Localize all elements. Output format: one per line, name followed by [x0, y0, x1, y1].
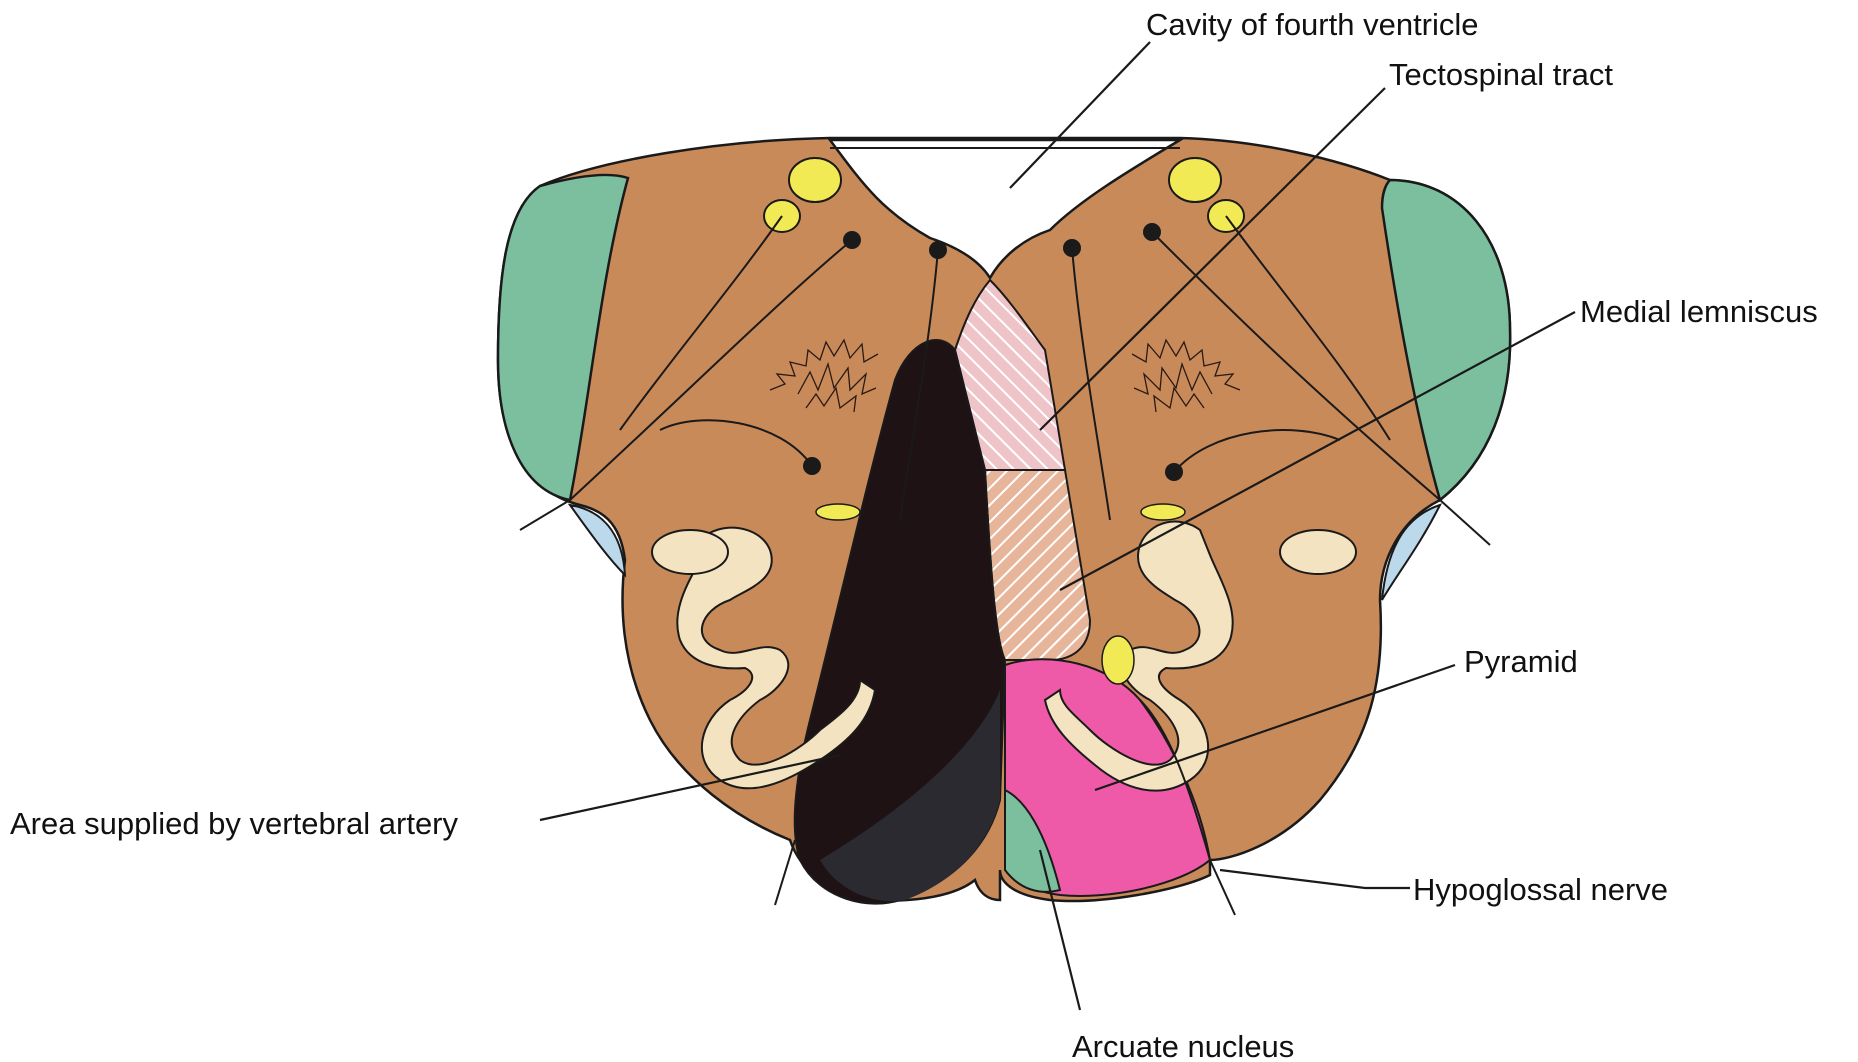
nucleus-yellow-left-1 [789, 158, 841, 202]
leader-hypoglossal [1220, 870, 1410, 888]
label-cavity-of-fourth-ventricle: Cavity of fourth ventricle [1146, 7, 1479, 42]
olive-ellipse-right [1280, 530, 1356, 574]
nucleus-yellow-right-3 [1141, 504, 1185, 520]
label-medial-lemniscus: Medial lemniscus [1580, 294, 1818, 329]
nucleus-yellow-left-4 [1102, 636, 1134, 684]
label-arcuate-nucleus: Arcuate nucleus [1072, 1029, 1294, 1062]
nucleus-yellow-right-1 [1169, 158, 1221, 202]
label-vertebral-artery-area: Area supplied by vertebral artery [10, 806, 459, 841]
label-hypoglossal-nerve: Hypoglossal nerve [1413, 872, 1668, 907]
label-tectospinal-tract: Tectospinal tract [1389, 57, 1613, 92]
nucleus-yellow-left-3 [816, 504, 860, 520]
olive-ellipse-left [652, 530, 728, 574]
label-pyramid: Pyramid [1464, 644, 1578, 679]
